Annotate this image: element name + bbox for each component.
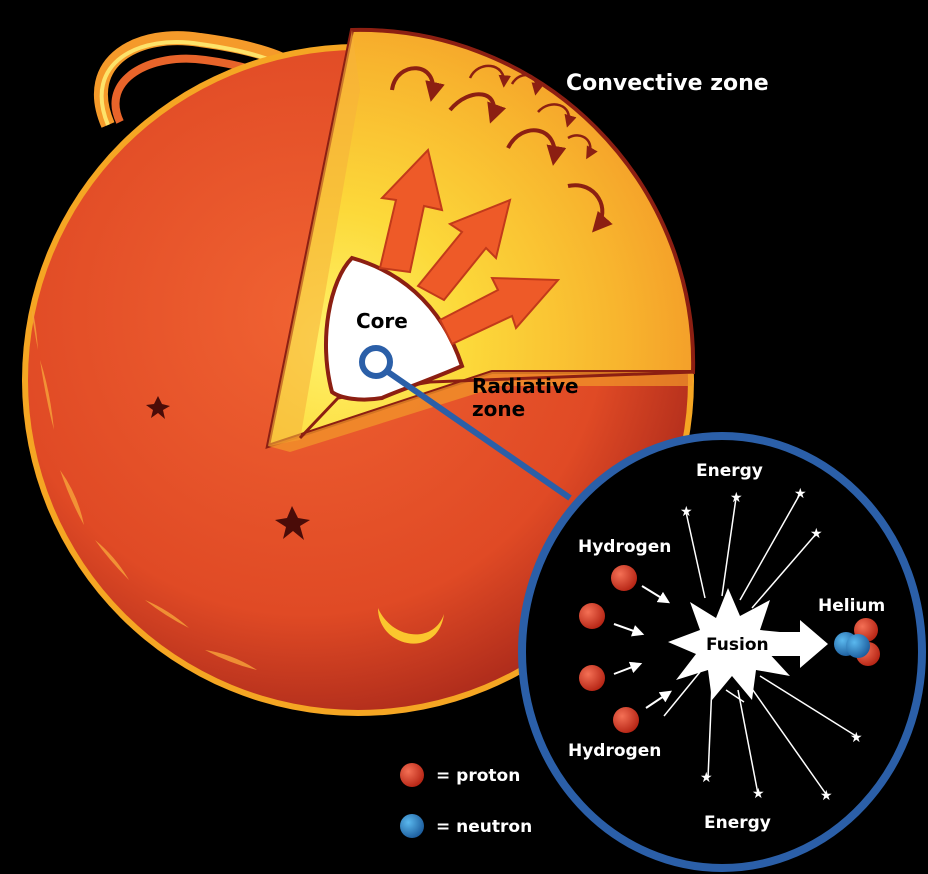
fusion-magnifier: ★ ★ ★ ★ ★ ★ ★ ★ Fusion [522, 436, 922, 868]
radiative-zone-label-line2: zone [472, 397, 525, 421]
star-icon: ★ [794, 486, 807, 502]
fusion-label: Fusion [706, 635, 769, 655]
star-icon: ★ [820, 788, 833, 804]
legend-neutron-label: = neutron [436, 817, 532, 837]
hydrogen-top-label: Hydrogen [578, 537, 671, 557]
legend-proton-label: = proton [436, 766, 520, 786]
energy-top-label: Energy [696, 461, 763, 481]
neutron-icon [400, 814, 424, 838]
core-label: Core [356, 309, 408, 333]
star-icon: ★ [700, 770, 713, 786]
proton-icon [400, 763, 424, 787]
star-icon: ★ [810, 526, 823, 542]
convective-zone-label: Convective zone [566, 71, 769, 96]
star-icon: ★ [752, 786, 765, 802]
star-icon: ★ [680, 504, 693, 520]
energy-bottom-label: Energy [704, 813, 771, 833]
star-icon: ★ [730, 490, 743, 506]
radiative-zone-label-line1: Radiative [472, 374, 579, 398]
hydrogen-bottom-label: Hydrogen [568, 741, 661, 761]
star-icon: ★ [850, 730, 863, 746]
helium-label: Helium [818, 596, 885, 616]
legend: = proton = neutron [400, 763, 532, 838]
